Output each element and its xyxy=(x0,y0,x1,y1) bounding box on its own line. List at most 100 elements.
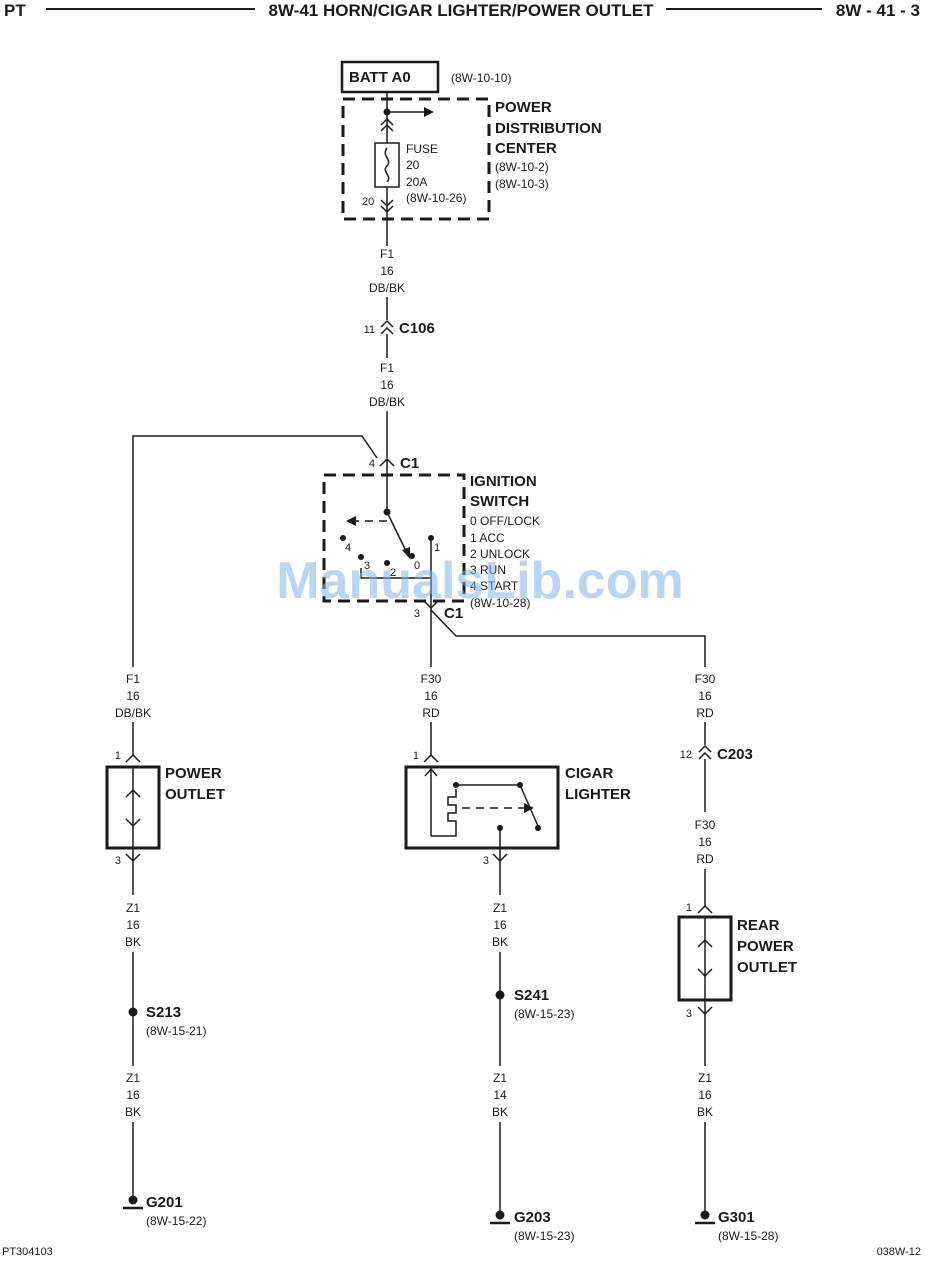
page-header: PT 8W-41 HORN/CIGAR LIGHTER/POWER OUTLET… xyxy=(4,1,920,20)
svg-text:16: 16 xyxy=(126,918,140,932)
svg-text:16: 16 xyxy=(698,1088,712,1102)
svg-text:DB/BK: DB/BK xyxy=(115,706,151,720)
svg-text:0 OFF/LOCK: 0 OFF/LOCK xyxy=(470,514,540,528)
heating-element-icon xyxy=(447,789,457,830)
svg-text:Z1: Z1 xyxy=(493,901,507,915)
svg-text:16: 16 xyxy=(698,835,712,849)
batt-label: BATT A0 xyxy=(349,69,411,86)
svg-text:RD: RD xyxy=(696,852,714,866)
svg-text:POWER: POWER xyxy=(737,938,794,955)
svg-text:OUTLET: OUTLET xyxy=(737,959,797,976)
c106-label: C106 xyxy=(399,320,435,337)
splice-s213 xyxy=(128,1007,138,1017)
svg-text:BK: BK xyxy=(125,1105,141,1119)
svg-text:DB/BK: DB/BK xyxy=(369,281,405,295)
rear-outlet-pin-1: 1 xyxy=(686,902,692,914)
contact-4 xyxy=(340,535,346,541)
footer-left: PT304103 xyxy=(2,1246,53,1258)
wire-label-z1-mid-b: Z1 14 BK xyxy=(492,1071,508,1119)
wire-label-z1-right: Z1 16 BK xyxy=(697,1071,713,1119)
svg-text:16: 16 xyxy=(380,378,394,392)
svg-text:20: 20 xyxy=(406,158,420,172)
wire-label-z1-mid-a: Z1 16 BK xyxy=(492,901,508,949)
power-outlet-pin-3: 3 xyxy=(115,855,121,867)
pdc-ref-2: (8W-10-3) xyxy=(495,177,549,191)
batt-box xyxy=(340,60,440,94)
cigar-lighter-box xyxy=(404,765,560,850)
svg-text:F1: F1 xyxy=(126,672,140,686)
splice-s241 xyxy=(495,990,505,1000)
wire-label-z1-left-b: Z1 16 BK xyxy=(125,1071,141,1119)
svg-text:BK: BK xyxy=(125,935,141,949)
svg-text:POWER: POWER xyxy=(165,765,222,782)
pdc-ref-1: (8W-10-2) xyxy=(495,160,549,174)
svg-text:F1: F1 xyxy=(380,247,394,261)
g301-ref: (8W-15-28) xyxy=(718,1229,778,1243)
svg-text:14: 14 xyxy=(493,1088,507,1102)
svg-text:BK: BK xyxy=(697,1105,713,1119)
svg-text:CIGAR: CIGAR xyxy=(565,765,614,782)
wire-label-f1-upper: F1 16 DB/BK xyxy=(369,247,405,295)
svg-text:2: 2 xyxy=(390,567,396,579)
svg-text:POWER: POWER xyxy=(495,99,552,116)
c1-bottom-pin: 3 xyxy=(414,608,420,620)
start-arrow-icon xyxy=(346,516,356,526)
svg-text:20A: 20A xyxy=(406,175,427,189)
svg-text:16: 16 xyxy=(424,689,438,703)
svg-text:FUSE: FUSE xyxy=(406,142,438,156)
svg-text:Z1: Z1 xyxy=(126,1071,140,1085)
svg-text:F30: F30 xyxy=(695,818,716,832)
power-outlet-pin-1: 1 xyxy=(115,750,121,762)
s213-ref: (8W-15-21) xyxy=(146,1024,206,1038)
fuse-label: FUSE 20 20A (8W-10-26) xyxy=(406,142,466,205)
svg-text:IGNITION: IGNITION xyxy=(470,473,537,490)
c1-top-pin: 4 xyxy=(369,458,375,470)
g301-label: G301 xyxy=(718,1209,755,1226)
ignition-title: IGNITION SWITCH xyxy=(470,473,537,510)
contact-2 xyxy=(384,560,390,566)
c1-bottom-label: C1 xyxy=(444,605,463,622)
wire-label-f30-right: F30 16 RD xyxy=(695,672,716,720)
svg-text:1: 1 xyxy=(434,542,440,554)
wire-label-f30-mid: F30 16 RD xyxy=(421,672,442,720)
g203-label: G203 xyxy=(514,1209,551,1226)
svg-text:RD: RD xyxy=(696,706,714,720)
contact-labels: 4 3 2 0 1 xyxy=(345,542,440,579)
wire-label-f30-right-lower: F30 16 RD xyxy=(695,818,716,866)
svg-text:DB/BK: DB/BK xyxy=(369,395,405,409)
svg-text:REAR: REAR xyxy=(737,917,780,934)
footer-right: 038W-12 xyxy=(877,1246,921,1258)
svg-text:DISTRIBUTION: DISTRIBUTION xyxy=(495,120,602,137)
svg-text:2 UNLOCK: 2 UNLOCK xyxy=(470,547,530,561)
c203-pin: 12 xyxy=(680,749,692,761)
cigar-lighter-pin-1: 1 xyxy=(413,750,419,762)
rear-outlet-pin-3: 3 xyxy=(686,1008,692,1020)
c203-label: C203 xyxy=(717,746,753,763)
svg-text:16: 16 xyxy=(126,1088,140,1102)
contact-0 xyxy=(409,553,415,559)
svg-text:F30: F30 xyxy=(421,672,442,686)
header-left: PT xyxy=(4,1,26,20)
watermark: ManualsLib.com xyxy=(276,552,683,610)
g201-ref: (8W-15-22) xyxy=(146,1214,206,1228)
svg-text:16: 16 xyxy=(698,689,712,703)
header-right: 8W - 41 - 3 xyxy=(836,1,920,20)
switch-arrow-icon xyxy=(402,547,410,559)
svg-text:3: 3 xyxy=(364,560,370,572)
c106-pin: 11 xyxy=(364,324,375,336)
svg-text:0: 0 xyxy=(414,560,420,572)
power-outlet-label: POWER OUTLET xyxy=(165,765,225,803)
svg-text:3 RUN: 3 RUN xyxy=(470,563,506,577)
wire-label-f1-mid: F1 16 DB/BK xyxy=(369,361,405,409)
pdc-title: POWER DISTRIBUTION CENTER xyxy=(495,99,602,157)
s213-label: S213 xyxy=(146,1004,181,1021)
s241-label: S241 xyxy=(514,987,549,1004)
batt-ref: (8W-10-10) xyxy=(451,71,511,85)
svg-text:CENTER: CENTER xyxy=(495,140,557,157)
svg-text:(8W-10-28): (8W-10-28) xyxy=(470,596,530,610)
svg-text:4 START: 4 START xyxy=(470,579,519,593)
svg-text:LIGHTER: LIGHTER xyxy=(565,786,631,803)
page-title: 8W-41 HORN/CIGAR LIGHTER/POWER OUTLET xyxy=(269,1,655,20)
svg-text:BK: BK xyxy=(492,935,508,949)
